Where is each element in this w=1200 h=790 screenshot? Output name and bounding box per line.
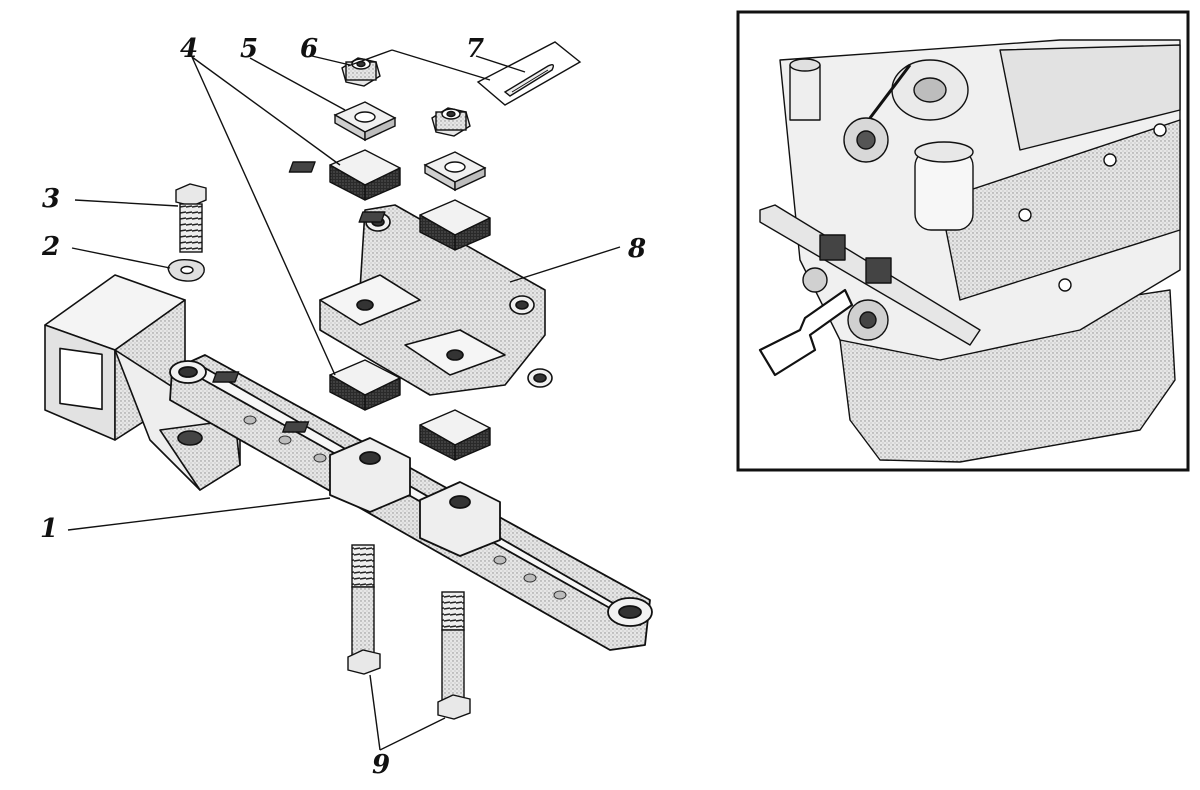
cross-beam: [169, 354, 653, 651]
leader-lines: [67, 49, 621, 751]
callout-4: 4: [180, 34, 199, 64]
washer-right: [423, 151, 487, 192]
callout-2: 2: [42, 232, 61, 262]
washers: [333, 101, 487, 192]
rubber-pad-upper-right: [358, 199, 491, 251]
rubber-pad-upper-left: [288, 149, 401, 201]
callout-1: 1: [40, 514, 59, 544]
castle-nut-right: [431, 107, 471, 137]
castle-nuts: [341, 57, 471, 137]
cotter-pin: [476, 41, 582, 106]
callout-9: 9: [372, 750, 391, 780]
washer-left: [333, 101, 397, 142]
callout-3: 3: [42, 184, 61, 214]
engine-support-bracket: [319, 204, 553, 396]
rubber-pad-lower-right: [282, 409, 491, 461]
callout-6: 6: [300, 34, 319, 64]
lock-washer: [167, 258, 205, 282]
castle-nut-left: [341, 57, 381, 87]
long-bolt-right: [437, 591, 471, 720]
callout-7: 7: [466, 34, 485, 64]
frame-bracket: [44, 274, 241, 491]
rubber-pads: [212, 149, 491, 461]
rubber-pad-lower-left: [212, 359, 401, 411]
long-bolts: [347, 544, 471, 720]
callout-8: 8: [628, 234, 647, 264]
callout-5: 5: [240, 34, 259, 64]
engine-inset: [736, 10, 1190, 472]
hex-bolt: [175, 183, 207, 253]
pointer-arrow: [758, 288, 854, 377]
long-bolt-left: [347, 544, 381, 675]
